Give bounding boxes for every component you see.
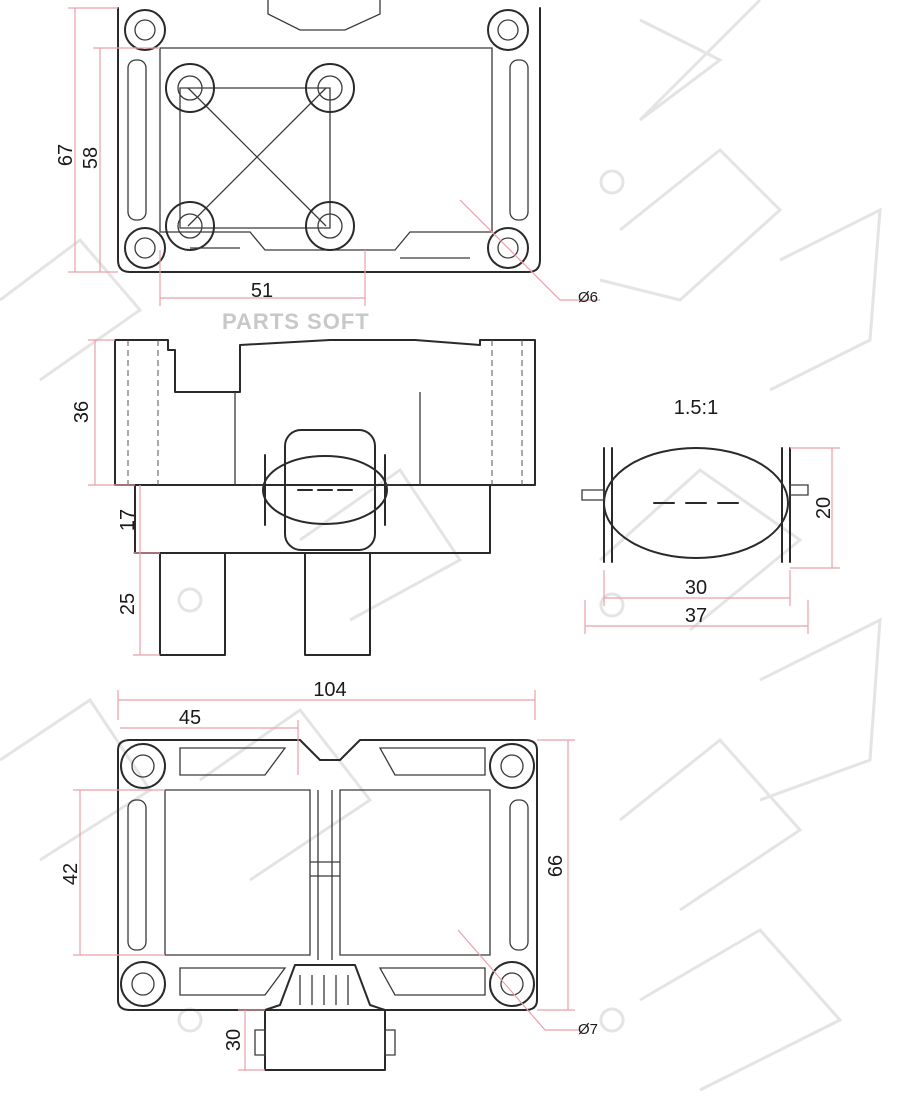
top-view-inner-frame [159,47,493,251]
registered-icon [599,592,625,618]
bottom-view-left-cavity [164,789,311,956]
connector-dimensions: 20 30 37 [584,447,840,634]
dim-connector-height: 20 [813,497,835,519]
dim-connector-outer-width: 37 [685,605,707,627]
watermark-logos: PARTS SOFT [0,0,882,1092]
dim-connector-inner-width: 30 [685,577,707,599]
side-connector-housing [284,429,376,551]
dim-total-width: 104 [313,679,346,701]
dim-bottom-inner-height: 42 [60,863,82,885]
registered-icon [177,1007,203,1033]
dim-bottom-hole-diameter: Ø7 [578,1021,598,1038]
registered-icon [177,587,203,613]
bottom-plug [264,964,386,1071]
dim-leg-height: 25 [117,593,139,615]
dim-plug-height: 30 [223,1029,245,1051]
top-view-dimensions: 67 58 51 Ø6 [55,7,600,306]
dim-step-height: 17 [117,509,139,531]
bottom-view-dimensions: 45 42 66 Ø7 30 [60,707,598,1071]
side-connector-face [262,455,388,525]
dim-bottom-offset: 45 [179,707,201,729]
dim-hole-spacing: 51 [251,280,273,302]
watermark-brand: PARTS SOFT [222,309,370,334]
connector-detail: 1.5:1 [581,397,809,563]
top-view [117,0,541,273]
top-view-outline [117,7,541,273]
bottom-view-outline [117,739,538,1011]
side-view-dimensions: 36 17 25 104 [71,339,536,720]
registered-icon [599,1007,625,1033]
dim-body-height: 36 [71,401,93,423]
dim-hole-diameter: Ø6 [578,289,598,306]
dim-bottom-outer-height: 66 [545,855,567,877]
bottom-view [117,739,538,1071]
side-view-body [114,339,536,486]
dim-height-inner: 58 [80,147,102,169]
bottom-view-right-cavity [339,789,491,956]
registered-icon [599,169,625,195]
side-view [114,339,536,656]
dim-height-outer: 67 [55,144,77,166]
detail-scale: 1.5:1 [674,397,718,419]
